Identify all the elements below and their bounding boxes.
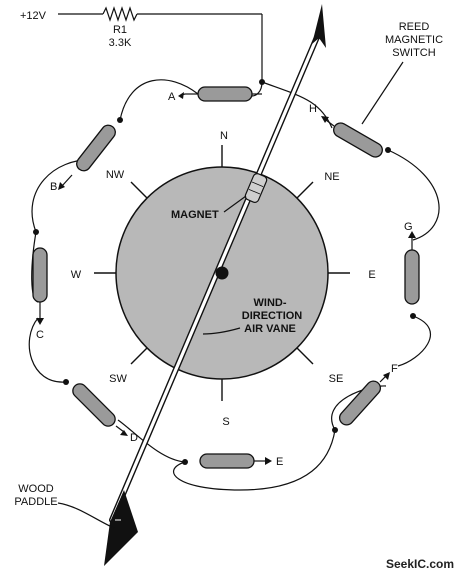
switch-f-label: F <box>391 363 398 375</box>
resistor-value: 3.3K <box>109 37 132 49</box>
reed-switch-f: F <box>332 363 398 433</box>
arrow-icon <box>120 430 128 436</box>
switch-d-label: D <box>130 432 138 444</box>
switch-b-label: B <box>50 181 57 193</box>
compass-w-label: W <box>71 269 82 281</box>
compass-se-label: SE <box>329 373 344 385</box>
reed-switch-a: A <box>168 79 265 103</box>
reed-label-line-2: MAGNETIC <box>385 34 443 46</box>
compass-n-label: N <box>220 130 228 142</box>
switch-chain-wire <box>28 79 440 491</box>
magnet-icon <box>244 173 268 203</box>
reed-switch-h: H <box>309 103 391 158</box>
reed-switch-d: D <box>63 379 138 444</box>
switch-g-label: G <box>404 221 413 233</box>
reed-switch-b: B <box>50 117 123 193</box>
reed-label-line-1: REED <box>399 21 430 33</box>
arrow-icon <box>58 182 65 190</box>
compass-ticks <box>94 145 350 401</box>
compass-e-label: E <box>368 269 375 281</box>
vane-label-line-2: DIRECTION <box>242 310 303 322</box>
switch-a-label: A <box>168 91 176 103</box>
watermark-text: SeekIC.com <box>386 557 454 571</box>
vane-label-line-3: AIR VANE <box>244 323 296 335</box>
vane-pivot <box>215 266 229 280</box>
arrow-icon <box>408 231 416 238</box>
arrow-icon <box>36 318 44 325</box>
switch-e-label: E <box>276 456 283 468</box>
reed-label-line-3: SWITCH <box>392 47 435 59</box>
vane-leader <box>202 327 241 335</box>
reed-callout-leader <box>361 61 404 125</box>
switch-h-label: H <box>309 103 317 115</box>
compass-nw-label: NW <box>106 169 125 181</box>
reed-switch-g: G <box>404 221 420 319</box>
supply-voltage-label: +12V <box>20 10 47 22</box>
arrow-icon <box>265 457 272 465</box>
compass-ne-label: NE <box>324 171 339 183</box>
vane-arrowhead-icon <box>312 4 326 48</box>
paddle-label-line-1: WOOD <box>18 483 53 495</box>
arrow-icon <box>321 116 329 123</box>
arrow-icon <box>383 372 390 380</box>
switch-c-label: C <box>36 329 44 341</box>
compass-sw-label: SW <box>109 373 127 385</box>
wood-paddle-icon <box>104 490 138 566</box>
resistor-designator: R1 <box>113 24 127 36</box>
paddle-leader <box>57 502 115 529</box>
resistor-r1 <box>102 6 138 22</box>
paddle-label-line-2: PADDLE <box>14 496 57 508</box>
vane-label-line-1: WIND- <box>254 297 287 309</box>
compass-s-label: S <box>222 416 229 428</box>
reed-switch-c: C <box>32 229 48 341</box>
reed-switch-e: E <box>182 453 283 469</box>
magnet-label: MAGNET <box>171 209 219 221</box>
magnet-leader <box>223 195 247 213</box>
arrow-icon <box>178 92 184 99</box>
